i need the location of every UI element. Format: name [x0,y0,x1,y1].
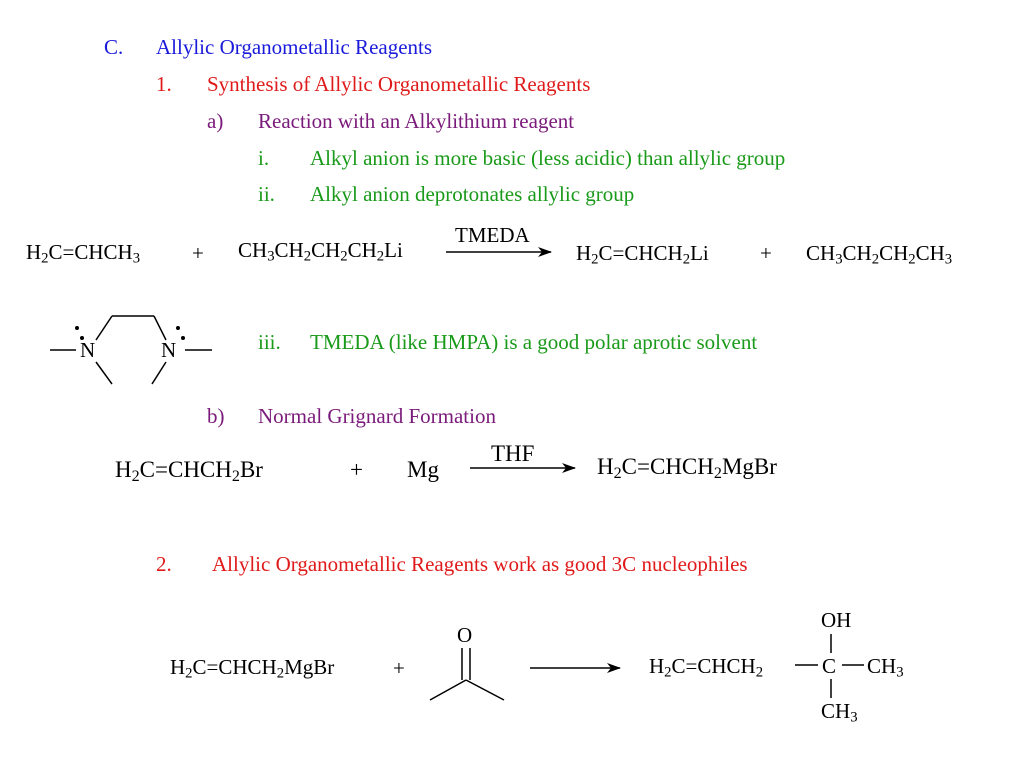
reaction3-product-allyl: H2C=CHCH2 [649,654,764,681]
section-a-title: Reaction with an Alkylithium reagent [258,109,575,133]
reaction2-plus: + [350,457,363,482]
point-i-text: Alkyl anion is more basic (less acidic) … [310,146,786,170]
point-iii-text: TMEDA (like HMPA) is a good polar aproti… [310,330,758,354]
section-1-marker: 1. [156,72,172,96]
reaction2-reagent-label: THF [491,441,535,466]
reaction3-product-center-carbon: C [822,654,837,678]
reaction3-ketone-oxygen: O [457,623,473,647]
point-i-marker: i. [258,146,270,170]
reaction2-magnesium: Mg [407,457,439,482]
section-2-marker: 2. [156,552,172,576]
point-ii-marker: ii. [258,182,275,206]
reaction3-product-bonds [795,634,864,698]
section-b-title: Normal Grignard Formation [258,404,496,428]
reaction1-reactant-butyllithium: CH3CH2CH2CH2Li [238,238,403,265]
reaction1-product-butane: CH3CH2CH2CH3 [806,241,953,268]
reaction1-reactant-propene: H2C=CHCH3 [26,240,141,267]
point-iii-marker: iii. [258,330,281,354]
reaction2-reactant-allylbromide: H2C=CHCH2Br [115,457,263,486]
section-1-title: Synthesis of Allylic Organometallic Reag… [207,72,591,96]
acetone-structure [429,648,505,701]
reaction1-product-allyllithium: H2C=CHCH2Li [576,241,709,268]
section-b-marker: b) [207,404,225,428]
reaction1-plus-1: + [192,241,204,265]
reaction3-product-hydroxyl: OH [821,608,852,632]
section-c-title: Allylic Organometallic Reagents [156,35,433,59]
point-ii-text: Alkyl anion deprotonates allylic group [310,182,635,206]
reaction3-product-methyl-right: CH3 [867,654,904,681]
reaction3-reactant-grignard: H2C=CHCH2MgBr [170,655,335,682]
reaction1-plus-2: + [760,241,772,265]
tmeda-n-right: N [161,338,177,362]
section-a-marker: a) [207,109,224,133]
section-2-title: Allylic Organometallic Reagents work as … [212,552,748,576]
reaction2-product-grignard: H2C=CHCH2MgBr [597,454,777,483]
reaction1-reagent-label: TMEDA [455,223,530,247]
reaction3-plus: + [393,656,405,680]
tmeda-n-left: N [80,338,96,362]
tmeda-lone-pairs [75,326,185,340]
tmeda-skeleton [50,315,212,385]
reaction3-product-methyl-bottom: CH3 [821,699,858,726]
section-c-marker: C. [104,35,124,59]
